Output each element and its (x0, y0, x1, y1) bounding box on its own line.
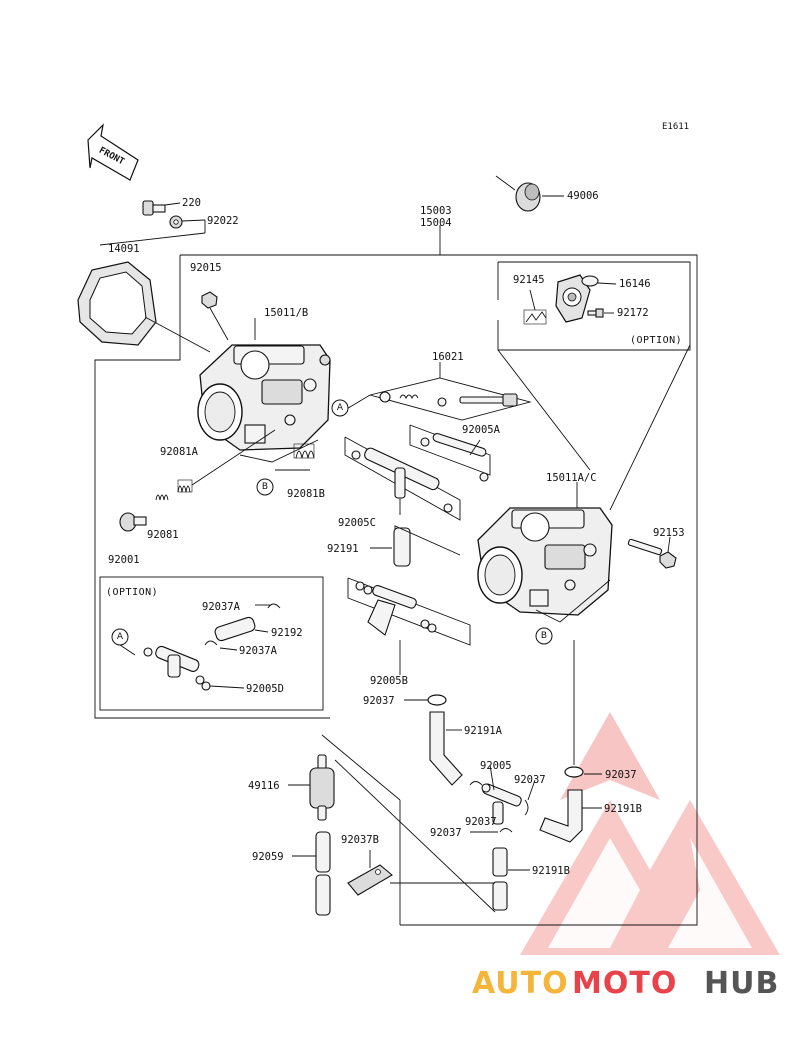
label-92037-5: 92037 (430, 827, 462, 839)
watermark-text: AUTO MOTO HUB (472, 966, 779, 1001)
cap-49006 (515, 182, 541, 212)
watermark-auto: AUTO (472, 966, 569, 1001)
spring-92081a (177, 479, 193, 493)
label-92037-1: 92037 (363, 695, 395, 707)
throttle-sensor-16146 (555, 274, 599, 323)
diagram-code: E1611 (662, 122, 689, 132)
label-92037-2: 92037 (514, 774, 546, 786)
label-14091: 14091 (108, 243, 140, 255)
option-fitting-assembly: A (111, 603, 281, 691)
option-box-throttle-sensor (497, 261, 691, 351)
spring-92081 (155, 494, 169, 501)
clamp-92037-right-side (564, 766, 584, 778)
option-label-left: (OPTION) (106, 587, 158, 598)
label-220: 220 (182, 197, 201, 209)
clamp-92037-right (524, 799, 529, 816)
label-92191a: 92191A (464, 725, 503, 737)
label-92081b: 92081B (287, 488, 325, 500)
label-92001: 92001 (108, 554, 140, 566)
label-16021: 16021 (432, 351, 464, 363)
label-49006: 49006 (567, 190, 599, 202)
label-92037a-bottom: 92037A (239, 645, 278, 657)
label-92037-3: 92037 (605, 769, 637, 781)
hose-92059 (315, 831, 331, 916)
label-92037a-top: 92037A (202, 601, 241, 613)
clamp-92037-upper (427, 694, 447, 706)
screw-92001 (119, 512, 147, 532)
callout-b-marker (256, 478, 274, 496)
clamp-92037-lower (499, 828, 513, 833)
label-92153: 92153 (653, 527, 685, 539)
carburetor-right-15011ac (477, 507, 613, 616)
fuel-filter-49116 (309, 754, 335, 821)
label-15004: 15004 (420, 217, 452, 229)
assembly-frame (94, 228, 698, 926)
hose-92191a (429, 711, 463, 786)
option-label-top: (OPTION) (630, 335, 682, 346)
tube-92191 (393, 527, 411, 567)
label-92192: 92192 (271, 627, 303, 639)
fuel-tee-92005c (344, 436, 461, 521)
hose-92191a-right (539, 789, 583, 843)
label-15011b: 15011/B (264, 307, 308, 319)
fuel-fitting-92005b (347, 577, 471, 646)
label-92172: 92172 (617, 307, 649, 319)
front-arrow-icon: FRONT (87, 123, 139, 181)
clamp-92037-left (469, 781, 483, 786)
washer-92022 (169, 215, 183, 229)
callout-b-label-2: B (541, 631, 547, 641)
clamp-92037b (347, 864, 393, 896)
carburetor-left-15011b (197, 344, 331, 451)
label-92005d: 92005D (246, 683, 284, 695)
shaft-assembly-16021 (369, 377, 532, 421)
label-92145: 92145 (513, 274, 545, 286)
screw-92153 (627, 538, 677, 569)
watermark-hub: HUB (704, 966, 779, 1001)
screw-220 (142, 200, 166, 216)
label-92059: 92059 (252, 851, 284, 863)
callout-b-label: B (262, 482, 268, 492)
label-92191: 92191 (327, 543, 359, 555)
label-92037b: 92037B (341, 834, 379, 846)
option-box-fitting (99, 576, 324, 711)
callout-a-label-2: A (117, 632, 124, 642)
callout-a-label: A (337, 403, 344, 413)
nut-92015 (201, 291, 218, 309)
label-15011ac: 15011A/C (546, 472, 597, 484)
callout-b-marker-2 (535, 627, 553, 645)
screw-92172 (587, 308, 604, 318)
label-92081: 92081 (147, 529, 179, 541)
label-92005: 92005 (480, 760, 512, 772)
label-15003: 15003 (420, 205, 452, 217)
spring-92145 (523, 309, 547, 325)
label-92005c: 92005C (338, 517, 376, 529)
label-92037-4: 92037 (465, 816, 497, 828)
label-92015: 92015 (190, 262, 222, 274)
watermark-logo (520, 712, 780, 955)
label-16146: 16146 (619, 278, 651, 290)
label-92191b-1: 92191B (604, 803, 642, 815)
label-92191b-2: 92191B (532, 865, 570, 877)
watermark-moto: MOTO (572, 966, 677, 1001)
tee-92005 (481, 783, 522, 825)
label-92081a: 92081A (160, 446, 199, 458)
tube-92191b (492, 847, 508, 911)
label-92005b: 92005B (370, 675, 408, 687)
gasket-14091 (77, 261, 157, 346)
label-92005a: 92005A (462, 424, 501, 436)
label-92022: 92022 (207, 215, 239, 227)
label-49116: 49116 (248, 780, 280, 792)
callout-a-marker (331, 399, 349, 417)
